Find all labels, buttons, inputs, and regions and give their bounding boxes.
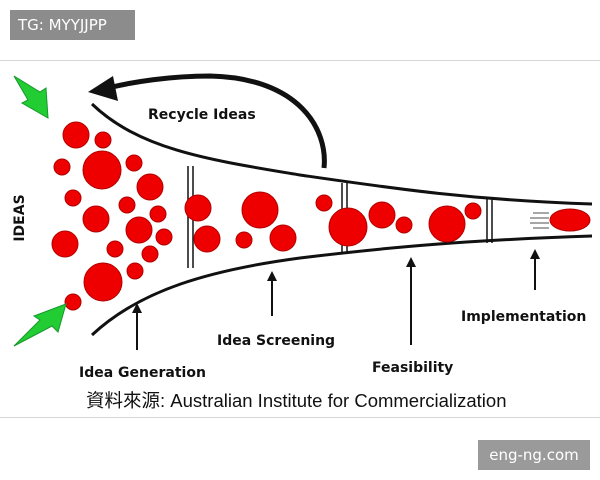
recycle-arrowhead	[88, 76, 118, 101]
stage-label-implementation: Implementation	[461, 309, 586, 325]
stage-label-idea-generation: Idea Generation	[79, 365, 206, 381]
green-arrow-icon	[13, 303, 67, 347]
recycle-arrow-icon	[107, 73, 327, 169]
green-arrow-icon	[13, 75, 49, 119]
idea-bubbles	[51, 121, 591, 311]
recycle-ideas-label: Recycle Ideas	[148, 107, 256, 123]
funnel-bottom-curve	[90, 234, 593, 337]
diagram-frame	[0, 60, 600, 418]
stage-label-idea-screening: Idea Screening	[217, 333, 335, 349]
funnel-top-curve	[90, 102, 593, 206]
watermark-tag: TG: MYYJJPP	[10, 10, 135, 40]
stage-label-feasibility: Feasibility	[372, 360, 453, 376]
ideas-side-label: IDEAS	[12, 194, 28, 241]
speed-lines	[530, 212, 549, 229]
site-watermark: eng-ng.com	[478, 440, 590, 470]
source-caption: 資料來源: Australian Institute for Commercia…	[86, 390, 507, 411]
